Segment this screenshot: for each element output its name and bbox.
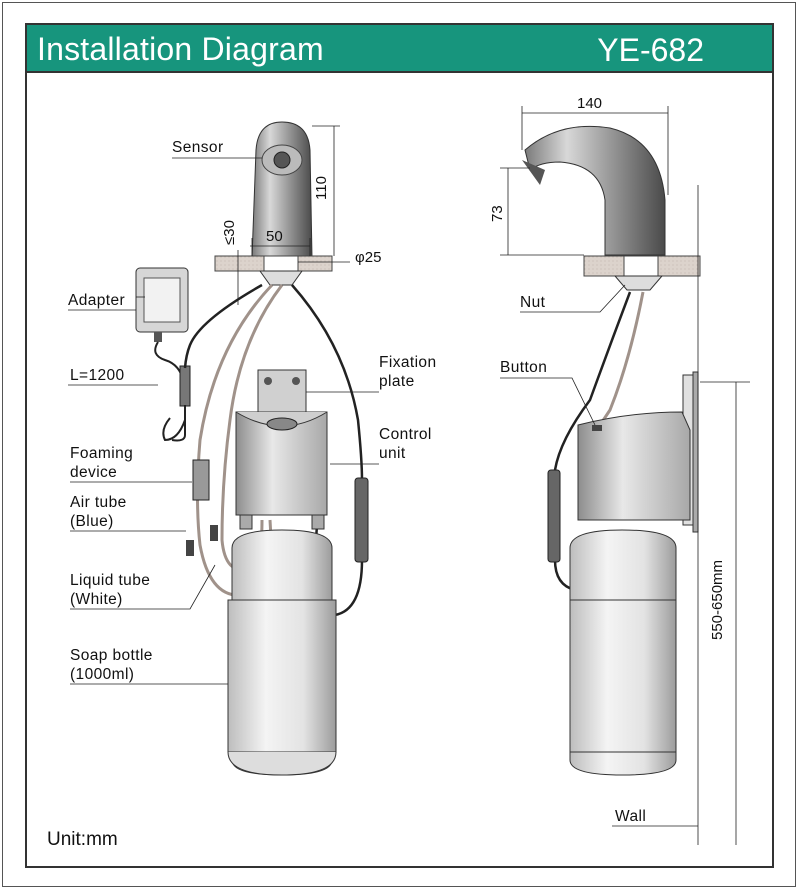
- label-control-unit-2: unit: [379, 445, 406, 462]
- diagram-border: Installation Diagram YE-682: [25, 23, 774, 868]
- side-dimensions: [500, 106, 750, 845]
- label-foaming-device-1: Foaming: [70, 445, 133, 462]
- nut-side: [613, 275, 664, 291]
- cable-connector: [354, 477, 369, 563]
- side-view: [500, 106, 750, 845]
- label-soap-bottle-2: (1000ml): [70, 666, 134, 683]
- label-air-tube-2: (Blue): [70, 513, 114, 530]
- foaming-device: [192, 459, 210, 501]
- dim-mount-height: 550-650mm: [709, 560, 726, 640]
- dim-spout-reach: 140: [577, 95, 602, 112]
- label-foaming-device-2: device: [70, 464, 117, 481]
- label-button: Button: [500, 359, 547, 376]
- label-adapter: Adapter: [68, 292, 125, 309]
- title-bar: Installation Diagram YE-682: [27, 25, 772, 73]
- label-cable-length: L=1200: [70, 367, 125, 384]
- label-liquid-tube-1: Liquid tube: [70, 572, 150, 589]
- label-soap-bottle-1: Soap bottle: [70, 647, 153, 664]
- soap-bottle-side: [569, 529, 677, 776]
- dim-base-width: 50: [266, 228, 283, 245]
- label-air-tube-1: Air tube: [70, 494, 127, 511]
- model-number: YE-682: [597, 32, 704, 68]
- leader-lines: [68, 157, 698, 827]
- label-nut: Nut: [520, 294, 546, 311]
- adapter-device: [135, 267, 189, 342]
- faucet-side: [522, 125, 666, 256]
- power-cable: [183, 283, 263, 369]
- soap-bottle: [227, 529, 337, 776]
- front-view: [135, 121, 369, 776]
- label-fixation-plate-2: plate: [379, 373, 415, 390]
- label-liquid-tube-2: (White): [70, 591, 123, 608]
- label-wall: Wall: [615, 808, 646, 825]
- dim-hole-diameter: φ25: [355, 249, 381, 266]
- control-unit-side: [577, 411, 691, 521]
- label-fixation-plate-1: Fixation: [379, 354, 436, 371]
- dim-spout-height: 110: [313, 176, 330, 200]
- control-unit-box: [235, 411, 328, 530]
- nut-front: [259, 270, 303, 286]
- fixation-plate: [257, 369, 307, 413]
- dim-outlet-height: 73: [489, 205, 506, 222]
- page-title: Installation Diagram: [37, 31, 324, 67]
- front-dimensions: [136, 125, 350, 305]
- unit-note: Unit:mm: [47, 829, 118, 850]
- dim-counter-thickness: ≤30: [221, 220, 238, 245]
- label-sensor: Sensor: [172, 139, 224, 156]
- label-control-unit-1: Control: [379, 426, 432, 443]
- faucet-front: [251, 121, 313, 259]
- sensor-cable: [291, 284, 364, 481]
